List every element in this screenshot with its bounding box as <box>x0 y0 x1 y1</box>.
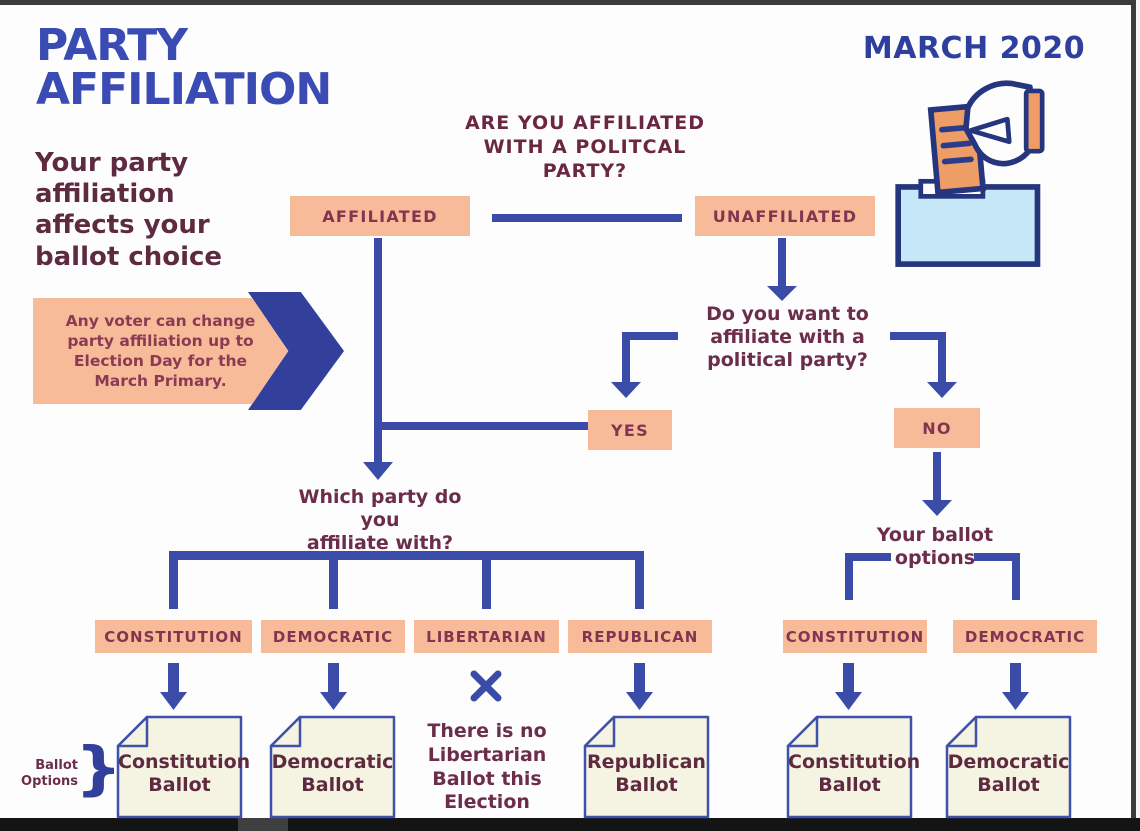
question-affiliate-with-party: Do you want to affiliate with a politica… <box>706 303 869 371</box>
ballot-unaffiliated-constitution: Constitution Ballot <box>784 714 921 820</box>
callout-banner: Any voter can change party affiliation u… <box>33 292 345 410</box>
date-label: MARCH 2020 <box>862 31 1086 66</box>
document-icon <box>786 715 913 819</box>
page-subtitle: Your party affiliation affects your ball… <box>35 148 223 272</box>
ballot-label: Constitution Ballot <box>788 751 921 796</box>
ballot-constitution: Constitution Ballot <box>114 714 251 820</box>
callout-banner-text: Any voter can change party affiliation u… <box>65 311 256 391</box>
right-edge-bar <box>1131 0 1136 831</box>
document-icon <box>583 715 710 819</box>
x-mark-icon <box>470 670 502 702</box>
right-edge-sliver <box>1136 0 1140 831</box>
question-which-party: Which party do you affiliate with? <box>298 486 462 554</box>
curly-brace-icon: } <box>74 734 123 802</box>
document-icon <box>945 715 1072 819</box>
document-icon <box>116 715 243 819</box>
ballot-label: Constitution Ballot <box>118 751 251 796</box>
document-icon <box>269 715 396 819</box>
node-unaffiliated-constitution: CONSTITUTION <box>783 620 927 653</box>
top-edge-bar <box>0 0 1140 5</box>
main-question: ARE YOU AFFILIATED WITH A POLITCAL PARTY… <box>464 112 706 182</box>
ballot-box-icon <box>895 80 1045 267</box>
ballot-options-legend: Ballot Options } <box>20 734 122 818</box>
node-party-constitution: CONSTITUTION <box>95 620 252 653</box>
label-your-ballot-options: Your ballot options <box>876 524 994 569</box>
ballot-label: Democratic Ballot <box>947 751 1070 796</box>
node-yes: YES <box>588 410 672 450</box>
node-affiliated: AFFILIATED <box>290 196 470 236</box>
node-unaffiliated: UNAFFILIATED <box>695 196 875 236</box>
node-no: NO <box>894 408 980 448</box>
ballot-unaffiliated-democratic: Democratic Ballot <box>943 714 1074 820</box>
ballot-republican: Republican Ballot <box>581 714 712 820</box>
page-title: PARTY AFFILIATION <box>36 20 332 115</box>
affiliated-unaffiliated-line <box>492 214 682 222</box>
callout-banner-body: Any voter can change party affiliation u… <box>33 298 288 404</box>
node-party-republican: REPUBLICAN <box>568 620 712 653</box>
node-party-democratic: DEMOCRATIC <box>261 620 405 653</box>
node-party-libertarian: LIBERTARIAN <box>414 620 559 653</box>
ballot-label: Democratic Ballot <box>271 751 394 796</box>
bottom-edge-segment <box>238 818 288 831</box>
ballot-democratic: Democratic Ballot <box>267 714 398 820</box>
ballot-label: Republican Ballot <box>587 751 706 796</box>
no-libertarian-ballot-note: There is no Libertarian Ballot this Elec… <box>427 720 547 814</box>
node-unaffiliated-democratic: DEMOCRATIC <box>953 620 1097 653</box>
legend-label: Ballot Options <box>21 758 78 790</box>
